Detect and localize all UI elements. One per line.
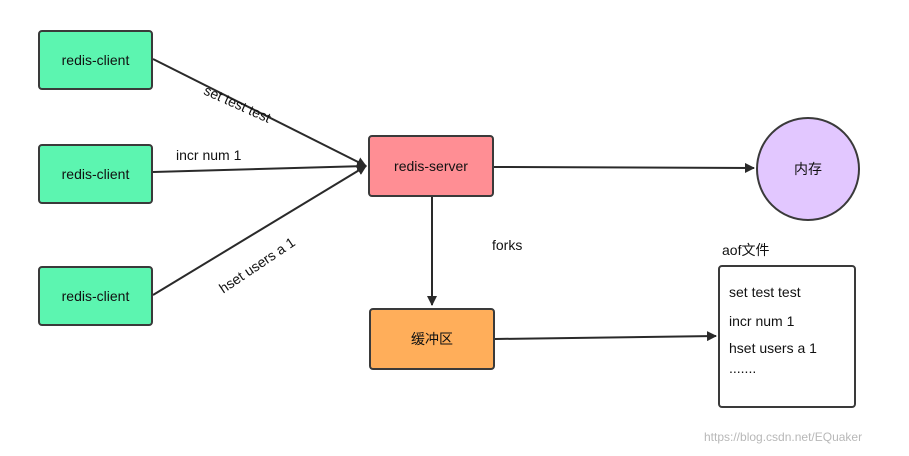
aof-line-2: incr num 1 — [729, 313, 795, 329]
redis-client-node-3: redis-client — [38, 266, 153, 326]
redis-client-label-2: redis-client — [61, 166, 130, 182]
memory-label: 内存 — [794, 161, 822, 177]
aof-line-1: set test test — [729, 284, 801, 300]
aof-line-4: ....... — [729, 360, 757, 376]
aof-file-title: aof文件 — [722, 242, 770, 258]
redis-client-node-2: redis-client — [38, 144, 153, 204]
arrow-client3-to-server — [152, 165, 367, 296]
edge-label-incr-num: incr num 1 — [176, 147, 242, 163]
memory-node: 内存 — [756, 117, 860, 221]
arrow-client1-to-server — [152, 58, 367, 167]
redis-server-label: redis-server — [394, 158, 468, 174]
arrow-server-to-memory — [493, 162, 755, 173]
edge-label-forks: forks — [492, 237, 523, 253]
aof-file-node: set test test incr num 1 hset users a 1 … — [718, 265, 856, 408]
arrow-buffer-to-aof — [494, 331, 717, 342]
redis-client-label-1: redis-client — [61, 52, 130, 68]
buffer-label: 缓冲区 — [411, 331, 453, 347]
redis-client-node-1: redis-client — [38, 30, 153, 90]
arrow-client2-to-server — [152, 161, 367, 173]
redis-server-node: redis-server — [368, 135, 494, 197]
buffer-node: 缓冲区 — [369, 308, 495, 370]
aof-line-3: hset users a 1 — [729, 340, 817, 356]
redis-client-label-3: redis-client — [61, 288, 130, 304]
watermark-text: https://blog.csdn.net/EQuaker — [704, 430, 863, 444]
